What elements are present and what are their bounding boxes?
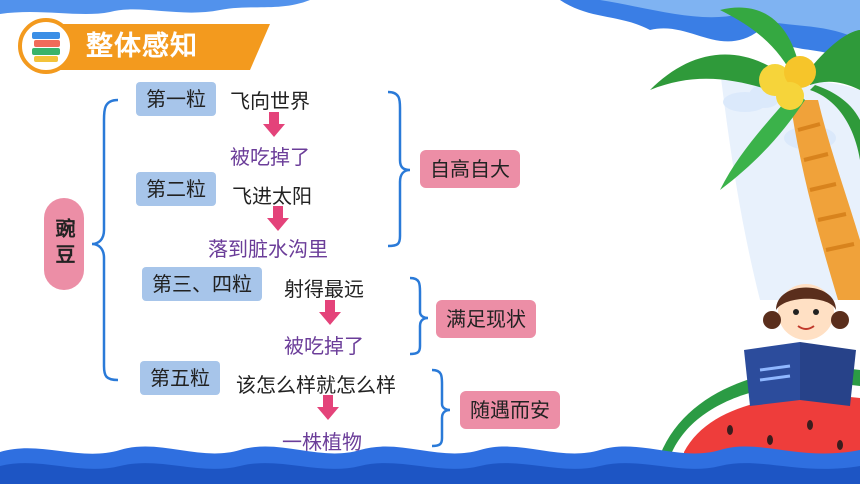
stage-label-4: 第五粒 <box>140 361 220 395</box>
stage-label-1: 第一粒 <box>136 82 216 116</box>
stage-result-2: 落到脏水沟里 <box>208 237 328 261</box>
stage-phrase-2: 飞进太阳 <box>232 184 312 208</box>
subject-label: 豌豆 <box>44 198 84 290</box>
verdict-1: 自高自大 <box>420 150 520 188</box>
stage-phrase-1: 飞向世界 <box>230 89 310 113</box>
book-stack-icon <box>32 32 60 62</box>
down-arrow-icon <box>267 206 289 231</box>
down-arrow-icon <box>319 300 341 325</box>
page-title: 整体感知 <box>86 31 198 62</box>
down-arrow-icon <box>263 112 285 137</box>
stage-label-3: 第三、四粒 <box>142 267 262 301</box>
verdict-2: 满足现状 <box>436 300 536 338</box>
stage-result-4: 一株植物 <box>282 430 362 454</box>
down-arrow-icon <box>317 395 339 420</box>
verdict-3: 随遇而安 <box>460 391 560 429</box>
stage-phrase-3: 射得最远 <box>284 277 364 301</box>
stage-label-2: 第二粒 <box>136 172 216 206</box>
stage-result-3: 被吃掉了 <box>284 334 364 358</box>
stage-phrase-4: 该怎么样就怎么样 <box>236 373 396 397</box>
stage-result-1: 被吃掉了 <box>230 145 310 169</box>
